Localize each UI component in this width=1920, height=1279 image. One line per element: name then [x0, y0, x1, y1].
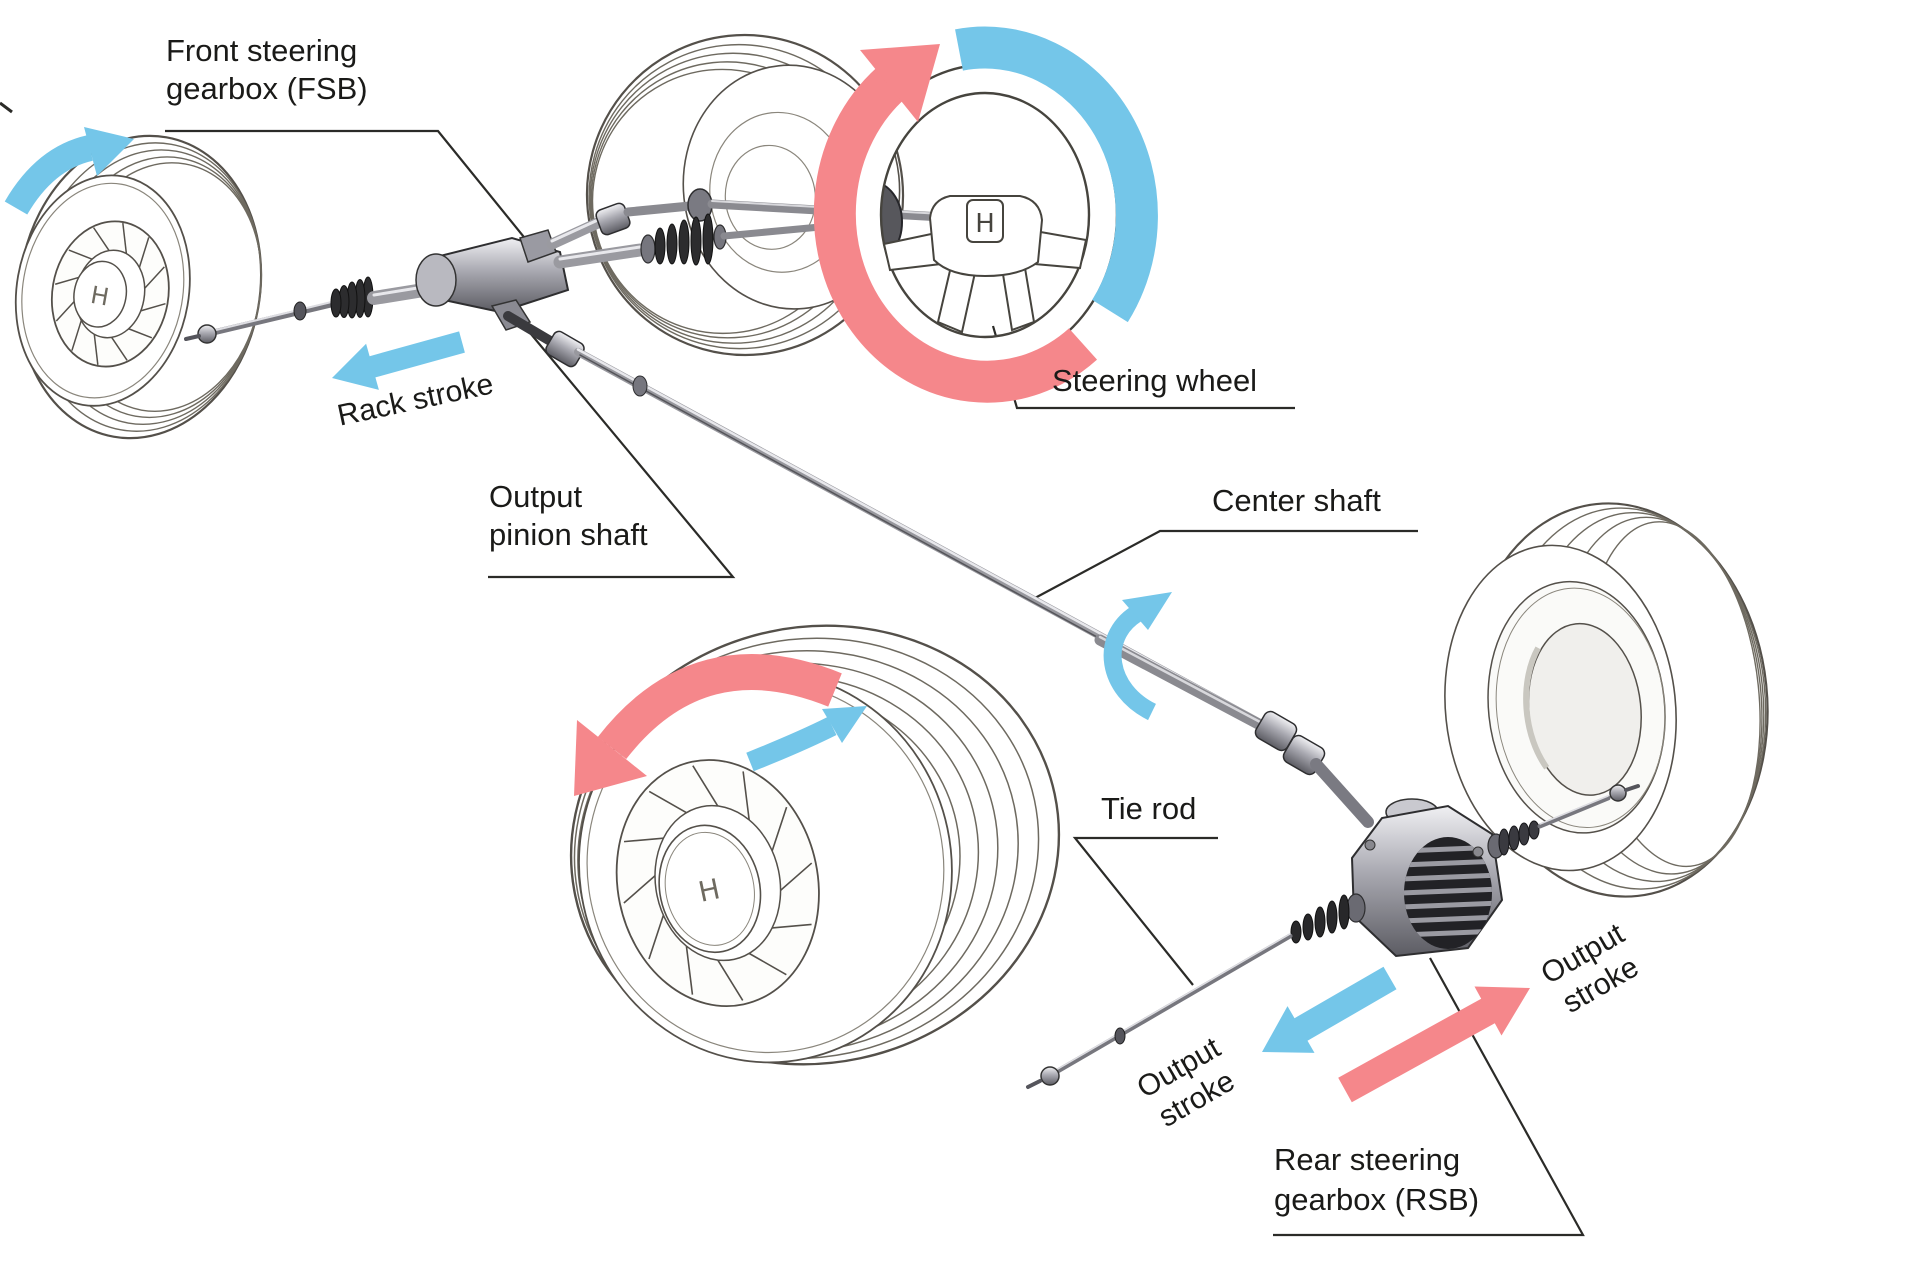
- rear-right-wheel: [1444, 502, 1769, 898]
- label-rear-gearbox-line2: gearbox (RSB): [1274, 1182, 1480, 1217]
- leader-output-pinion: [488, 315, 736, 579]
- rear-tie-rod: [1053, 933, 1293, 1075]
- label-output-pinion-line1: Output: [489, 479, 583, 514]
- rear-left-blue-arc: [746, 717, 837, 772]
- motion-arrows: [4, 127, 1530, 1103]
- front-left-blue-arrow: [4, 135, 94, 215]
- center-shaft: [503, 311, 1374, 828]
- label-front-gearbox-line2: gearbox (FSB): [166, 71, 368, 106]
- label-center-shaft: Center shaft: [1212, 483, 1381, 518]
- rear-blue-output-arrow: [1262, 966, 1397, 1053]
- leader-front-gearbox: [165, 129, 550, 269]
- rear-right-output-boot: [1498, 820, 1540, 856]
- rear-left-output-boot: [1290, 894, 1350, 944]
- rack-stroke-blue-arrow: [332, 331, 465, 390]
- label-output-pinion-line2: pinion shaft: [489, 517, 648, 552]
- leader-rear-gearbox: [1273, 957, 1585, 1237]
- label-output-pinion-shaft: Output pinion shaft: [489, 478, 648, 554]
- steering-rotation-arrows: [813, 26, 1158, 403]
- front-left-rim-spokes: [54, 222, 166, 365]
- red-rotation-arrowhead: [860, 44, 940, 122]
- steering-wheel-logo: H: [975, 209, 995, 239]
- center-shaft-blue-arc: [1103, 606, 1157, 721]
- rear-left-rim-spokes: [623, 765, 813, 1001]
- label-rear-gearbox: Rear steering gearbox (RSB): [1274, 1140, 1479, 1220]
- center-shaft-blue-arrowhead: [1122, 592, 1172, 630]
- rear-left-red-arrowhead: [574, 720, 647, 796]
- blue-rotation-arc: [955, 26, 1158, 323]
- label-front-gearbox-line1: Front steering: [166, 33, 358, 68]
- leader-tie-rod: [1072, 836, 1218, 986]
- label-front-gearbox: Front steering gearbox (FSB): [166, 32, 368, 108]
- leader-center-shaft: [1034, 529, 1418, 599]
- left-rack-boot: [330, 276, 374, 319]
- red-rotation-arc: [813, 67, 1098, 403]
- label-steering-wheel: Steering wheel: [1052, 363, 1258, 398]
- rear-red-output-arrow: [1338, 986, 1530, 1103]
- steering-wheel-logo-badge: [966, 199, 1004, 243]
- front-left-blue-arrowhead: [84, 127, 134, 176]
- rear-left-wheel: H: [569, 624, 1061, 1066]
- front-left-hub-logo: H: [88, 281, 111, 312]
- front-left-wheel: H: [14, 134, 263, 440]
- rear-left-blue-arrowhead: [822, 706, 867, 743]
- rear-left-red-arc: [597, 654, 842, 760]
- rear-steering-gearbox: [1026, 784, 1640, 1089]
- label-tie-rod: Tie rod: [1101, 791, 1197, 826]
- label-rear-gearbox-line1: Rear steering: [1274, 1142, 1461, 1177]
- edge-mark: [0, 101, 13, 114]
- right-rack-boot: [654, 213, 714, 266]
